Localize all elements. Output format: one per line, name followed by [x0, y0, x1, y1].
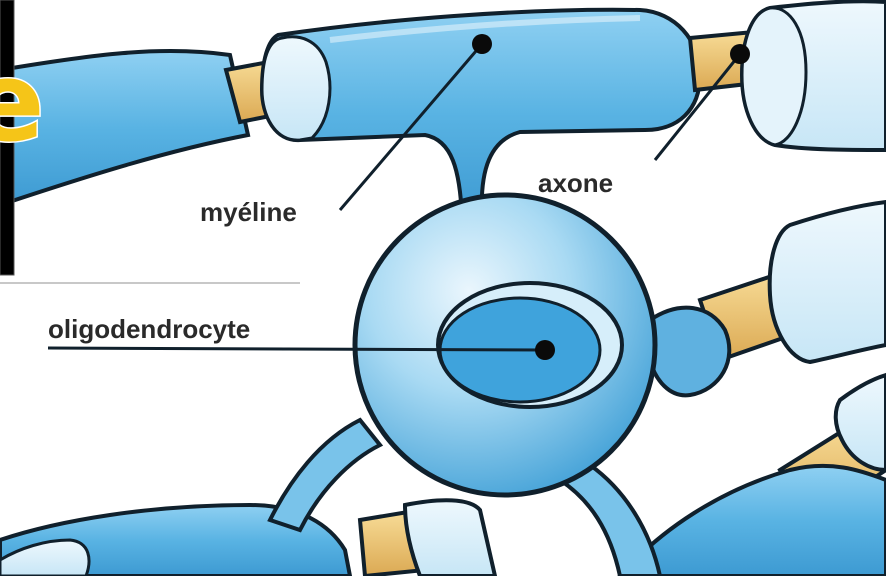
myelin-segment-right-middle [770, 202, 886, 362]
axon-label: axone [538, 168, 613, 198]
oligodendrocyte-cell-body [355, 195, 655, 495]
oligodendrocyte-label: oligodendrocyte [48, 314, 250, 344]
slide-title-letter: e [0, 38, 45, 166]
myelin-segment-top-right [742, 1, 886, 150]
myelin-segment-bottom-right [620, 466, 886, 576]
myelin-label: myéline [200, 197, 297, 227]
myelin-segment-bottom-center [405, 500, 495, 576]
nucleus-pointer-dot [535, 340, 555, 360]
axon-pointer-dot [730, 44, 750, 64]
myelin-pointer-dot [472, 34, 492, 54]
